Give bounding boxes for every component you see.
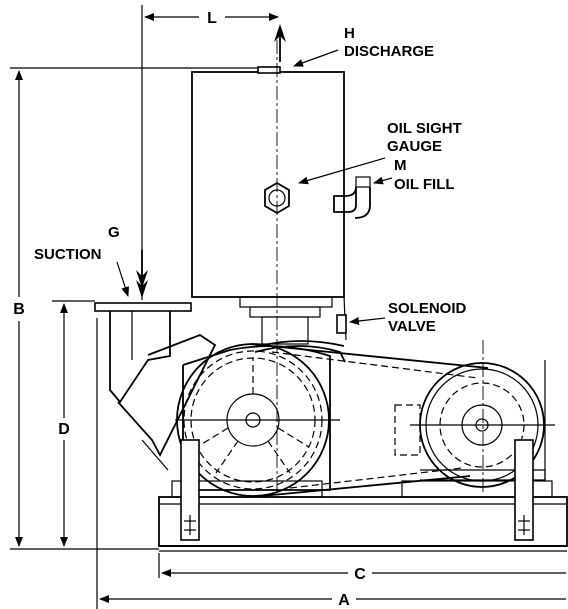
oil-fill-elbow xyxy=(333,176,371,219)
leader-lines xyxy=(116,49,393,325)
dim-label-A: A xyxy=(338,592,350,609)
label-solenoid-2: VALVE xyxy=(388,318,436,335)
dim-B: B xyxy=(13,70,25,547)
dim-C: C xyxy=(161,566,566,583)
label-discharge-letter: H xyxy=(344,25,355,42)
dim-label-L: L xyxy=(207,10,217,27)
discharge-arrow xyxy=(274,24,286,62)
pump-housing xyxy=(182,340,346,491)
label-oil-fill: OIL FILL xyxy=(394,176,455,193)
dim-L: L xyxy=(144,10,279,27)
dim-A: A xyxy=(99,592,566,609)
suction-arrow xyxy=(136,250,148,298)
label-solenoid-1: SOLENOID xyxy=(388,300,467,317)
solenoid-valve xyxy=(336,314,347,334)
base-skid xyxy=(158,480,568,552)
center-lines xyxy=(175,40,555,495)
dim-D: D xyxy=(58,303,70,547)
label-suction-letter: G xyxy=(108,224,120,241)
label-oil-sight-1: OIL SIGHT xyxy=(387,120,462,137)
callout-labels: H DISCHARGE OIL SIGHT GAUGE M OIL FILL G… xyxy=(34,25,467,335)
dim-label-B: B xyxy=(13,301,25,318)
dim-label-C: C xyxy=(354,566,366,583)
oil-reservoir xyxy=(191,66,371,345)
label-oil-sight-2: GAUGE xyxy=(387,138,442,155)
drive-belt xyxy=(249,343,489,497)
label-discharge: DISCHARGE xyxy=(344,43,434,60)
dim-label-D: D xyxy=(58,421,70,438)
label-oil-fill-letter: M xyxy=(394,157,407,174)
label-suction: SUCTION xyxy=(34,246,102,263)
mounting-feet xyxy=(180,439,534,541)
